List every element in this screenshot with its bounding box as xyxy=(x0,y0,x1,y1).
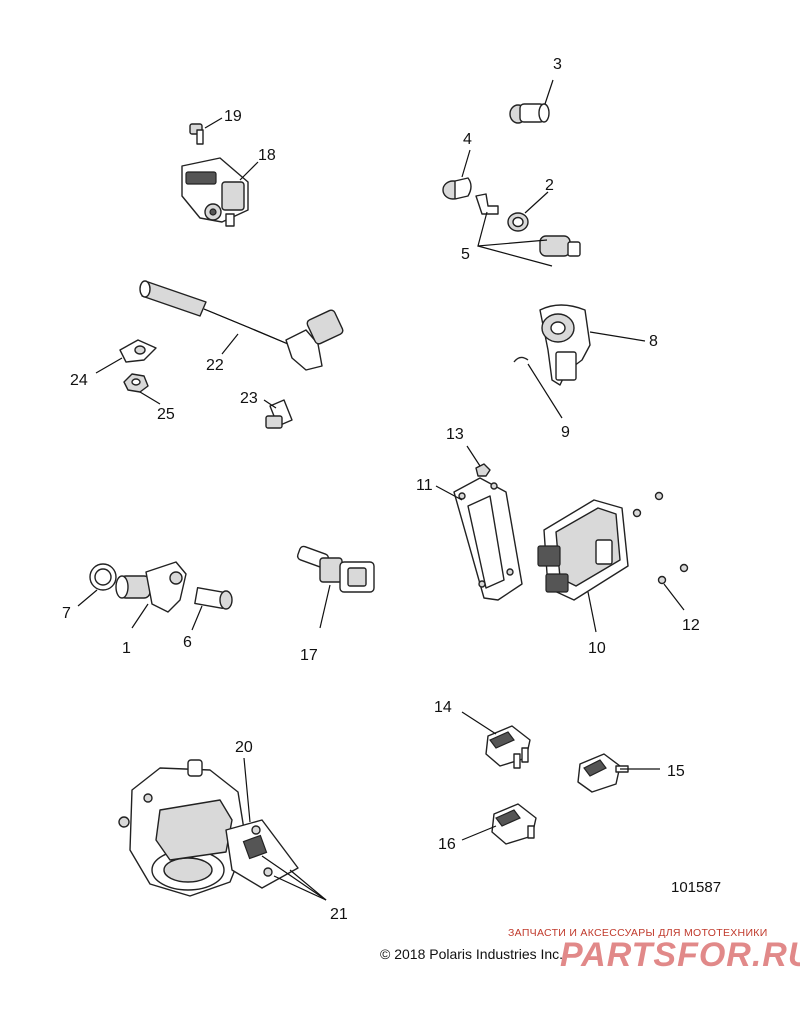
copyright: © 2018 Polaris Industries Inc. xyxy=(380,946,564,962)
callout-14: 14 xyxy=(434,699,452,716)
callout-17: 17 xyxy=(300,647,318,664)
callout-20: 20 xyxy=(235,739,253,756)
callout-2: 2 xyxy=(545,177,554,194)
part-8-knock-sensor xyxy=(539,304,591,386)
part-6-bolt xyxy=(194,586,233,610)
callout-23: 23 xyxy=(240,390,258,407)
callout-15: 15 xyxy=(667,763,685,780)
callout-9: 9 xyxy=(561,424,570,441)
part-9-clip xyxy=(513,356,529,363)
part-24-clamp xyxy=(119,339,157,363)
callout-7: 7 xyxy=(62,605,71,622)
callout-11: 11 xyxy=(416,477,433,494)
throttle-body-assembly xyxy=(118,759,299,897)
callout-24: 24 xyxy=(70,372,88,389)
callout-3: 3 xyxy=(553,56,562,73)
callout-8: 8 xyxy=(649,333,658,350)
part-23-bolt xyxy=(265,399,293,429)
part-11-ecu-bracket xyxy=(453,477,523,601)
part-3-fitting xyxy=(509,103,550,124)
part-19-bolt xyxy=(189,123,204,145)
part-4-cap xyxy=(442,177,472,200)
watermark-tagline: ЗАПЧАСТИ И АКСЕССУАРЫ ДЛЯ МОТОТЕХНИКИ xyxy=(508,927,768,939)
part-17-temp-sensor xyxy=(296,545,375,593)
part-18-map-sensor xyxy=(181,157,249,227)
callout-6: 6 xyxy=(183,634,192,651)
part-10-ecu xyxy=(537,499,629,601)
callout-22: 22 xyxy=(206,357,224,374)
diagram-number: 101587 xyxy=(671,879,721,896)
part-12-screws xyxy=(632,491,689,585)
part-2-washer xyxy=(507,212,529,232)
part-13-bolt xyxy=(475,463,491,477)
callout-4: 4 xyxy=(463,131,472,148)
callout-13: 13 xyxy=(446,426,464,443)
part-15-relay xyxy=(577,753,629,793)
callout-18: 18 xyxy=(258,147,276,164)
callout-12: 12 xyxy=(682,617,700,634)
part-5-sensor xyxy=(539,235,581,257)
part-25-nut xyxy=(123,373,149,393)
callout-19: 19 xyxy=(224,108,242,125)
part-5-bracket xyxy=(475,193,499,215)
callout-5: 5 xyxy=(461,246,470,263)
callout-21: 21 xyxy=(330,906,348,923)
part-16-relay xyxy=(491,803,537,845)
part-14-relay xyxy=(485,725,531,769)
callout-16: 16 xyxy=(438,836,456,853)
watermark-logo: PARTSFOR.RU xyxy=(560,936,800,974)
part-22-speed-sensor xyxy=(139,280,344,371)
callout-1: 1 xyxy=(122,640,131,657)
part-7-oring xyxy=(89,563,117,591)
part-1-cam-sensor xyxy=(115,561,187,613)
callout-25: 25 xyxy=(157,406,175,423)
callout-10: 10 xyxy=(588,640,606,657)
